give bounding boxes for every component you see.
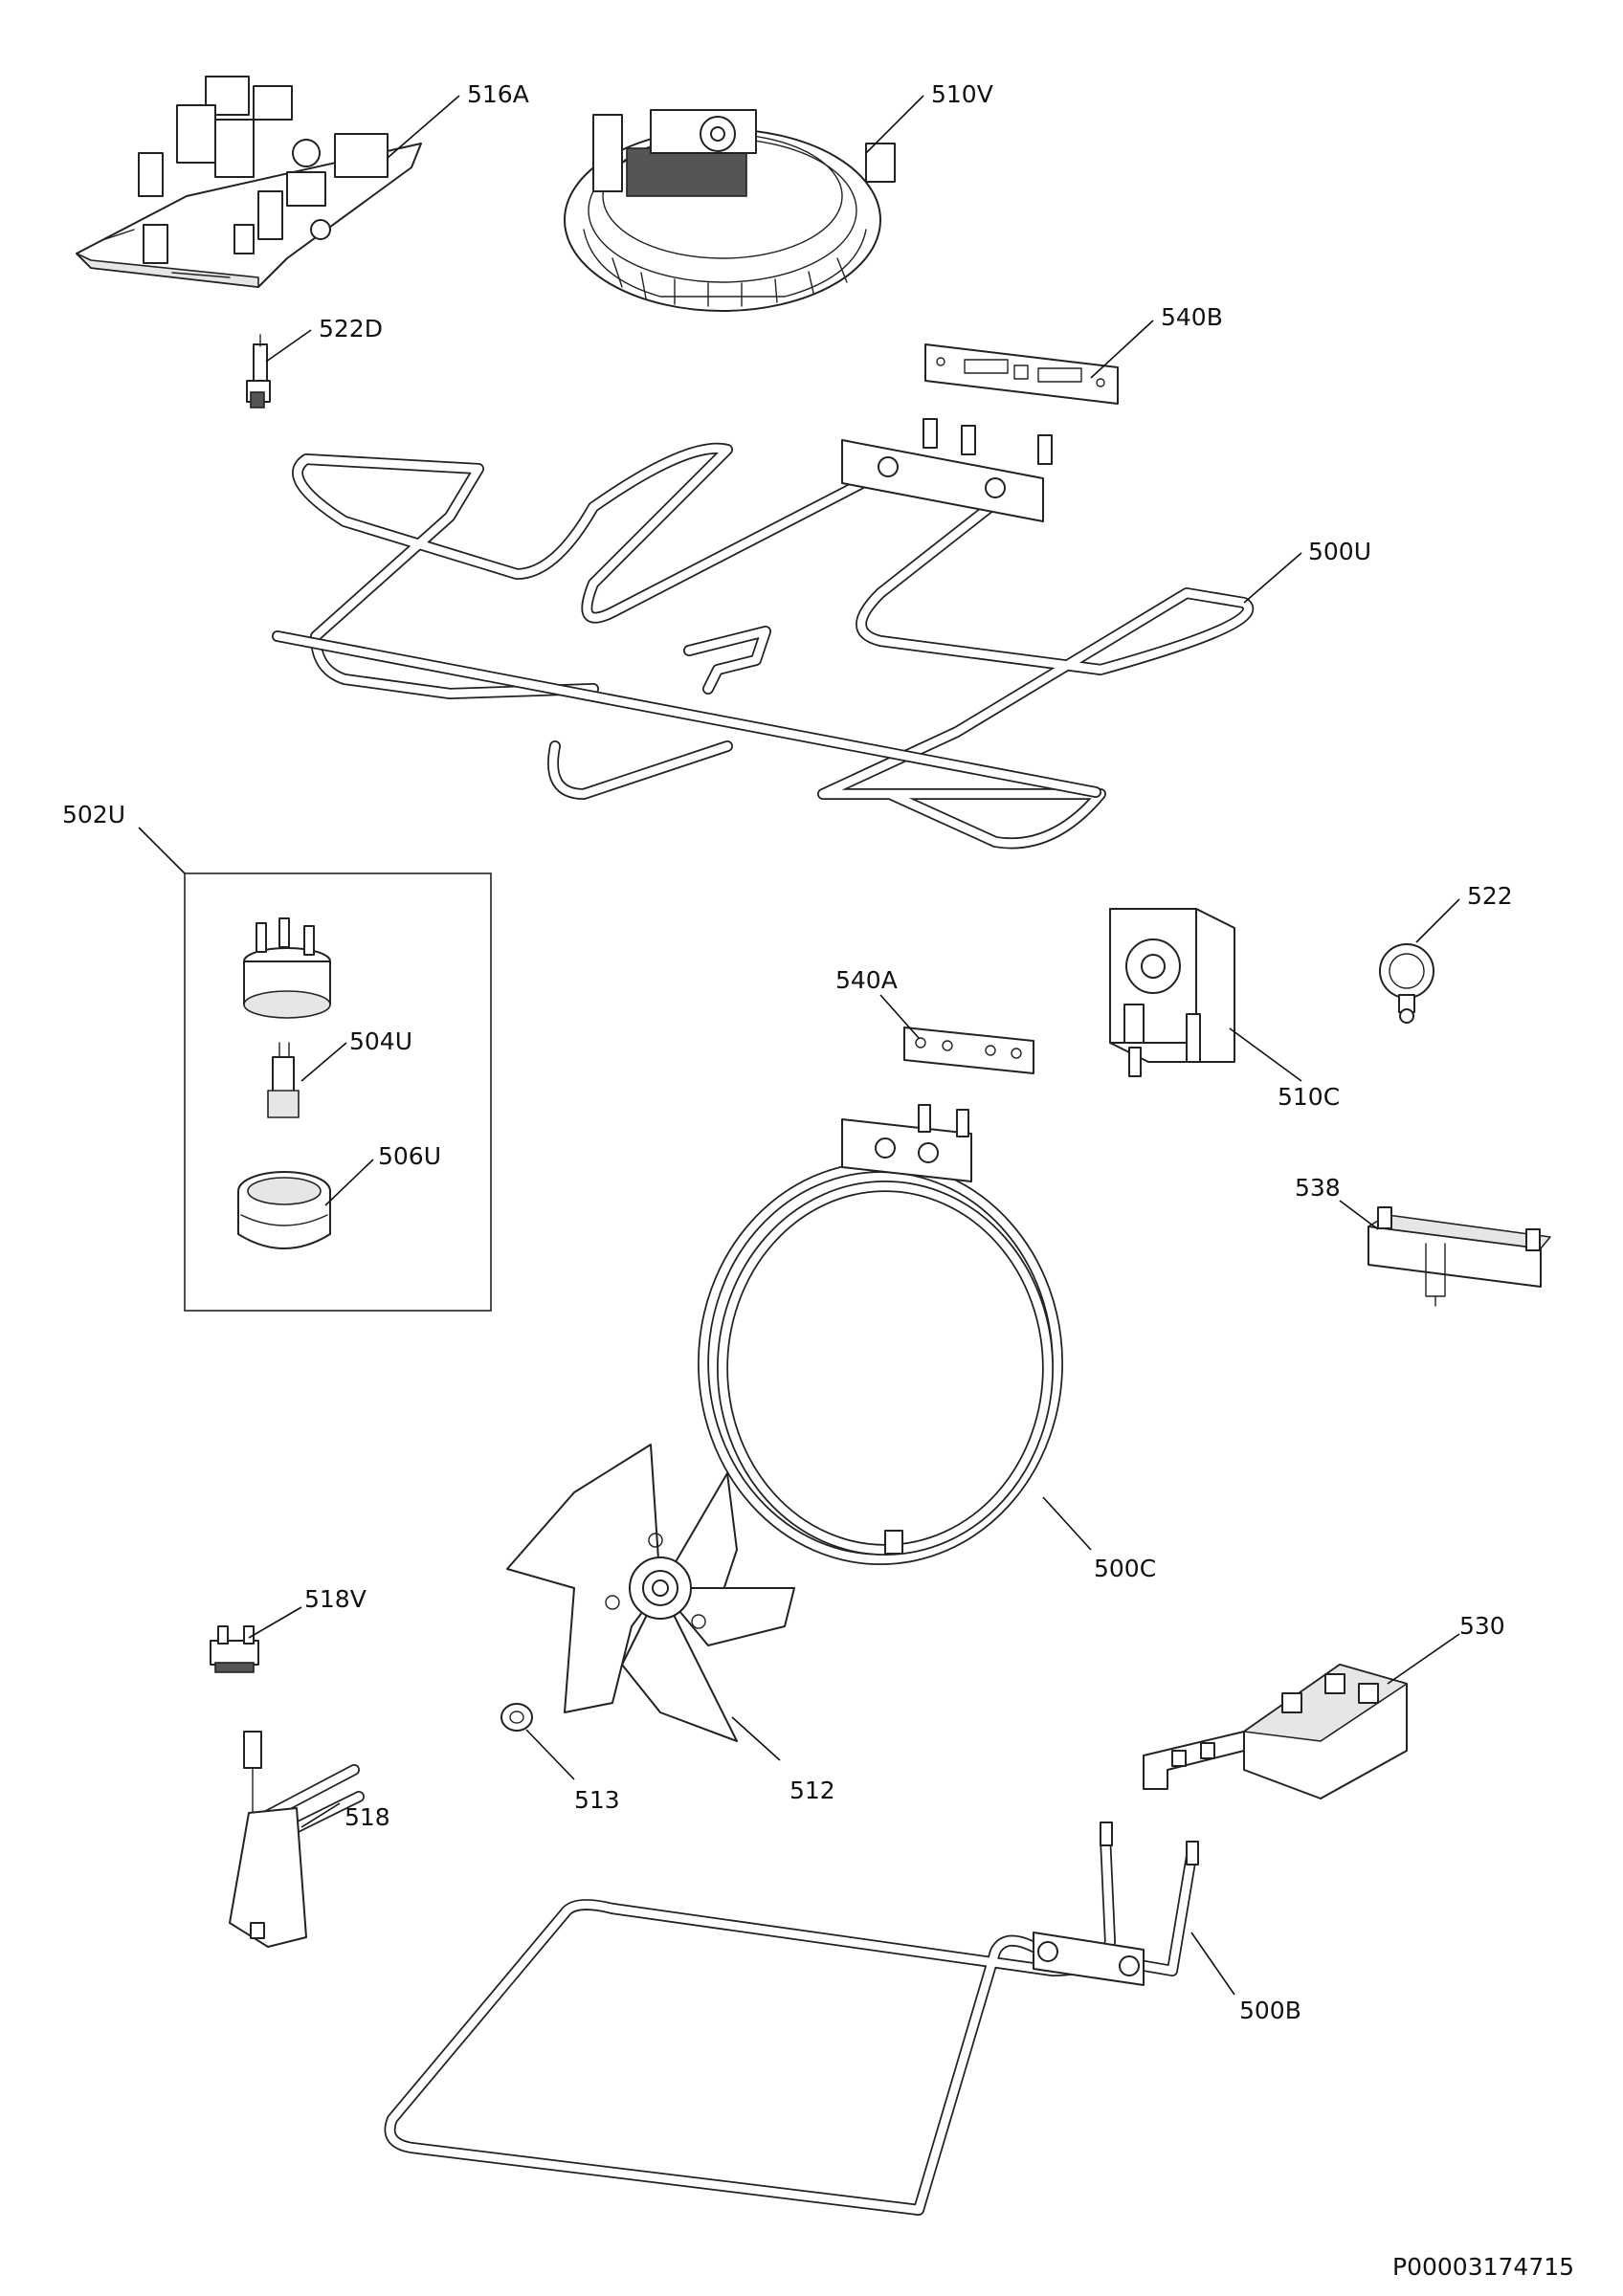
part-500C-circular-heating-element[interactable] [698,1104,1063,1565]
label-522[interactable]: 522 [1467,882,1513,910]
part-540A-gasket[interactable] [903,1027,1034,1074]
label-500C[interactable]: 500C [1094,1555,1156,1582]
label-513[interactable]: 513 [574,1786,620,1814]
part-530-terminal-block[interactable] [1143,1664,1408,1799]
label-504U[interactable]: 504U [349,1027,412,1055]
label-500B[interactable]: 500B [1239,1997,1301,2024]
label-540B[interactable]: 540B [1161,303,1223,331]
label-518V[interactable]: 518V [304,1585,367,1613]
label-540A[interactable]: 540A [835,966,898,994]
label-518[interactable]: 518 [345,1803,390,1831]
part-510C-fan-motor[interactable] [1109,908,1235,1077]
part-labels: 516A 510V 522D 540B 500U 502U 504U 506U … [62,80,1513,2024]
part-518V-thermostat[interactable] [210,1625,259,1673]
label-538[interactable]: 538 [1295,1174,1341,1202]
part-540B-gasket[interactable] [924,343,1119,405]
part-502U-lamp-holder[interactable] [243,917,331,1019]
part-522D-connector[interactable] [246,334,271,408]
part-510V-fan-assembly[interactable] [564,109,896,312]
document-id: P00003174715 [1392,2253,1574,2281]
label-500U[interactable]: 500U [1308,538,1371,565]
label-516A[interactable]: 516A [467,80,529,108]
label-510V[interactable]: 510V [931,80,993,108]
part-513-nut[interactable] [500,1703,533,1732]
label-506U[interactable]: 506U [378,1142,441,1170]
part-518-temperature-sensor[interactable] [229,1731,365,1948]
label-510C[interactable]: 510C [1278,1083,1340,1111]
label-530[interactable]: 530 [1459,1612,1505,1640]
part-506U-lamp-cover[interactable] [237,1171,331,1249]
part-502U-group-frame [184,872,492,1312]
part-500U-top-heating-element[interactable] [272,418,1255,850]
part-512-fan-blade[interactable] [506,1444,795,1742]
part-516A-control-board[interactable] [76,76,422,288]
label-502U[interactable]: 502U [62,801,125,828]
part-538-thermal-fuse[interactable] [1367,1206,1551,1307]
label-522D[interactable]: 522D [319,315,383,342]
part-500B-bottom-heating-element[interactable] [384,1821,1199,2216]
label-512[interactable]: 512 [789,1777,835,1804]
part-522-clip[interactable] [1379,943,1434,1024]
part-504U-bulb[interactable] [267,1042,300,1118]
leader-lines [138,95,1460,1996]
